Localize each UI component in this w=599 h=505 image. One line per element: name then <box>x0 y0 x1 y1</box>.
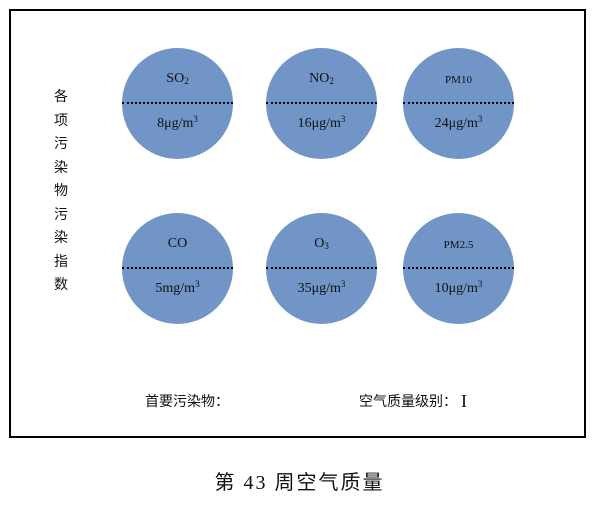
pollutant-name: CO <box>167 236 188 251</box>
pollutant-name: NO2 <box>309 71 334 86</box>
figure-caption: 第 43 周空气质量 <box>214 472 385 494</box>
dotted-divider <box>122 102 233 104</box>
pollutant-value: 35μg/m3 <box>297 279 346 296</box>
pollutant-name: PM10 <box>445 74 472 86</box>
dotted-divider <box>122 267 233 269</box>
air-quality-grade-value: I <box>461 391 467 411</box>
air-quality-grade-label: 空气质量级别： <box>359 394 457 410</box>
pollutant-name: SO2 <box>166 71 189 86</box>
pollutant-value: 5mg/m3 <box>155 279 200 296</box>
pollutant-o3: O3 35μg/m3 <box>266 213 377 324</box>
primary-pollutant-label: 首要污染物： <box>145 394 229 410</box>
pollutant-value: 8μg/m3 <box>157 114 198 131</box>
side-label: 各项污染物污染指数 <box>54 89 68 293</box>
dotted-divider <box>403 102 514 104</box>
pollutant-name: PM2.5 <box>443 239 474 251</box>
pollutant-value: 24μg/m3 <box>434 114 483 131</box>
pollutant-co: CO 5mg/m3 <box>122 213 233 324</box>
diagram-frame <box>9 9 586 438</box>
pollutant-pm10: PM10 24μg/m3 <box>403 48 514 159</box>
dotted-divider <box>266 102 377 104</box>
pollutant-name: O3 <box>314 236 329 251</box>
pollutant-value: 10μg/m3 <box>434 279 483 296</box>
pollutant-pm25: PM2.5 10μg/m3 <box>403 213 514 324</box>
dotted-divider <box>403 267 514 269</box>
pollutant-value: 16μg/m3 <box>297 114 346 131</box>
air-quality-grade: 空气质量级别：I <box>359 391 467 412</box>
pollutant-so2: SO2 8μg/m3 <box>122 48 233 159</box>
dotted-divider <box>266 267 377 269</box>
pollutant-no2: NO2 16μg/m3 <box>266 48 377 159</box>
